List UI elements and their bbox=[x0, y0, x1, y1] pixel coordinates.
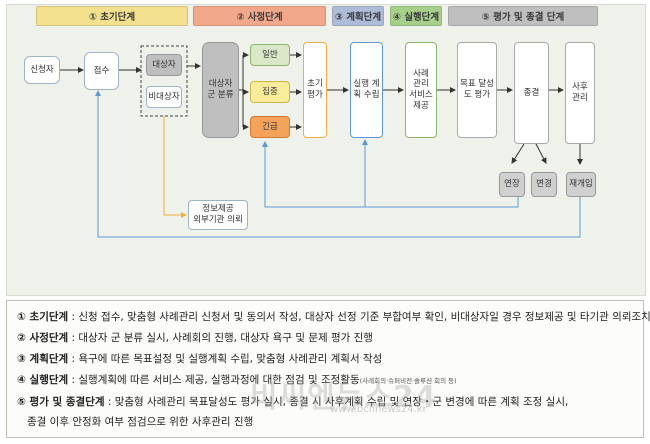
node-target: 대상자 bbox=[146, 54, 182, 76]
stage-text-5: : 맞춤형 사례관리 목표달성도 평가 실시, 종결 시 사후계획 수립 및 연… bbox=[104, 396, 569, 408]
node-info-referral: 정보제공 외부기관 의뢰 bbox=[188, 200, 248, 230]
node-followup: 사후 관리 bbox=[565, 42, 595, 144]
node-closure: 종결 bbox=[514, 42, 549, 144]
stage-text-4: : 실행계획에 따른 서비스 제공, 실행과정에 대한 점검 및 조정활동 bbox=[68, 374, 360, 386]
phase-planning: ③ 계획단계 bbox=[332, 6, 384, 26]
node-general: 일반 bbox=[250, 44, 290, 66]
node-intensive: 집중 bbox=[250, 81, 290, 103]
stage-line-1: ① 초기단계 : 신청 접수, 맞춤형 사례관리 신청서 및 동의서 작성, 대… bbox=[17, 309, 650, 324]
stage-line-4: ④ 실행단계 : 실행계획에 따른 서비스 제공, 실행과정에 대한 점검 및 … bbox=[17, 372, 457, 387]
node-goal-eval: 목표 달성도 평가 bbox=[457, 42, 497, 138]
node-reentry: 재개입 bbox=[566, 172, 596, 197]
node-service: 사례 관리 서비스 제공 bbox=[405, 42, 437, 138]
node-plan: 실행 계획 수립 bbox=[350, 42, 383, 138]
node-nontarget: 비대상자 bbox=[146, 86, 182, 108]
stage-note-4: (사례회의·슈퍼비전·솔루션 회의 등) bbox=[359, 377, 457, 385]
phase-execution: ④ 실행단계 bbox=[390, 6, 442, 26]
target-group-outline bbox=[140, 45, 188, 117]
stage-title-2: ② 사정단계 bbox=[17, 332, 69, 344]
node-classify: 대상자 군 분류 bbox=[202, 42, 239, 138]
info-line-2: 외부기관 의뢰 bbox=[193, 215, 243, 225]
watermark: 비씨엔뉴스24 bbox=[250, 380, 437, 415]
stage-title-1: ① 초기단계 bbox=[17, 311, 69, 323]
phase-assessment: ② 사정단계 bbox=[193, 6, 326, 26]
stage-line-5b: 종결 이후 안정화 여부 점검으로 위한 사후관리 진행 bbox=[27, 416, 254, 428]
stage-line-3: ③ 계획단계 : 욕구에 따른 목표설정 및 실행계획 수립, 맞춤형 사례관리… bbox=[17, 351, 382, 366]
node-change: 변경 bbox=[531, 172, 557, 197]
node-applicant: 신청자 bbox=[24, 56, 60, 84]
node-initial-eval: 초기 평가 bbox=[303, 42, 327, 138]
node-extend: 연장 bbox=[499, 172, 525, 197]
stage-line-2: ② 사정단계 : 대상자 군 분류 실시, 사례회의 진행, 대상자 욕구 및 … bbox=[17, 330, 373, 345]
phase-evaluation-closure: ⑤ 평가 및 종결 단계 bbox=[448, 6, 598, 26]
node-emergency: 긴급 bbox=[250, 116, 290, 138]
stage-line-5: ⑤ 평가 및 종결단계 : 맞춤형 사례관리 목표달성도 평가 실시, 종결 시… bbox=[17, 394, 568, 409]
watermark-url: www.bcnnews24.kr bbox=[330, 404, 427, 415]
stage-text-2: : 대상자 군 분류 실시, 사례회의 진행, 대상자 욕구 및 문제 평가 진… bbox=[68, 332, 373, 344]
stage-text-3: : 욕구에 따른 목표설정 및 실행계획 수립, 맞춤형 사례관리 계획서 작성 bbox=[68, 353, 383, 365]
node-intake: 접수 bbox=[84, 52, 119, 90]
info-line-1: 정보제공 bbox=[202, 204, 234, 215]
stage-title-4: ④ 실행단계 bbox=[17, 374, 69, 386]
stage-description-panel: ① 초기단계 : 신청 접수, 맞춤형 사례관리 신청서 및 동의서 작성, 대… bbox=[6, 300, 650, 438]
phase-initial: ① 초기단계 bbox=[36, 6, 188, 26]
stage-title-3: ③ 계획단계 bbox=[17, 353, 69, 365]
stage-title-5: ⑤ 평가 및 종결단계 bbox=[17, 396, 105, 408]
stage-text-1: : 신청 접수, 맞춤형 사례관리 신청서 및 동의서 작성, 대상자 선정 기… bbox=[68, 311, 650, 323]
